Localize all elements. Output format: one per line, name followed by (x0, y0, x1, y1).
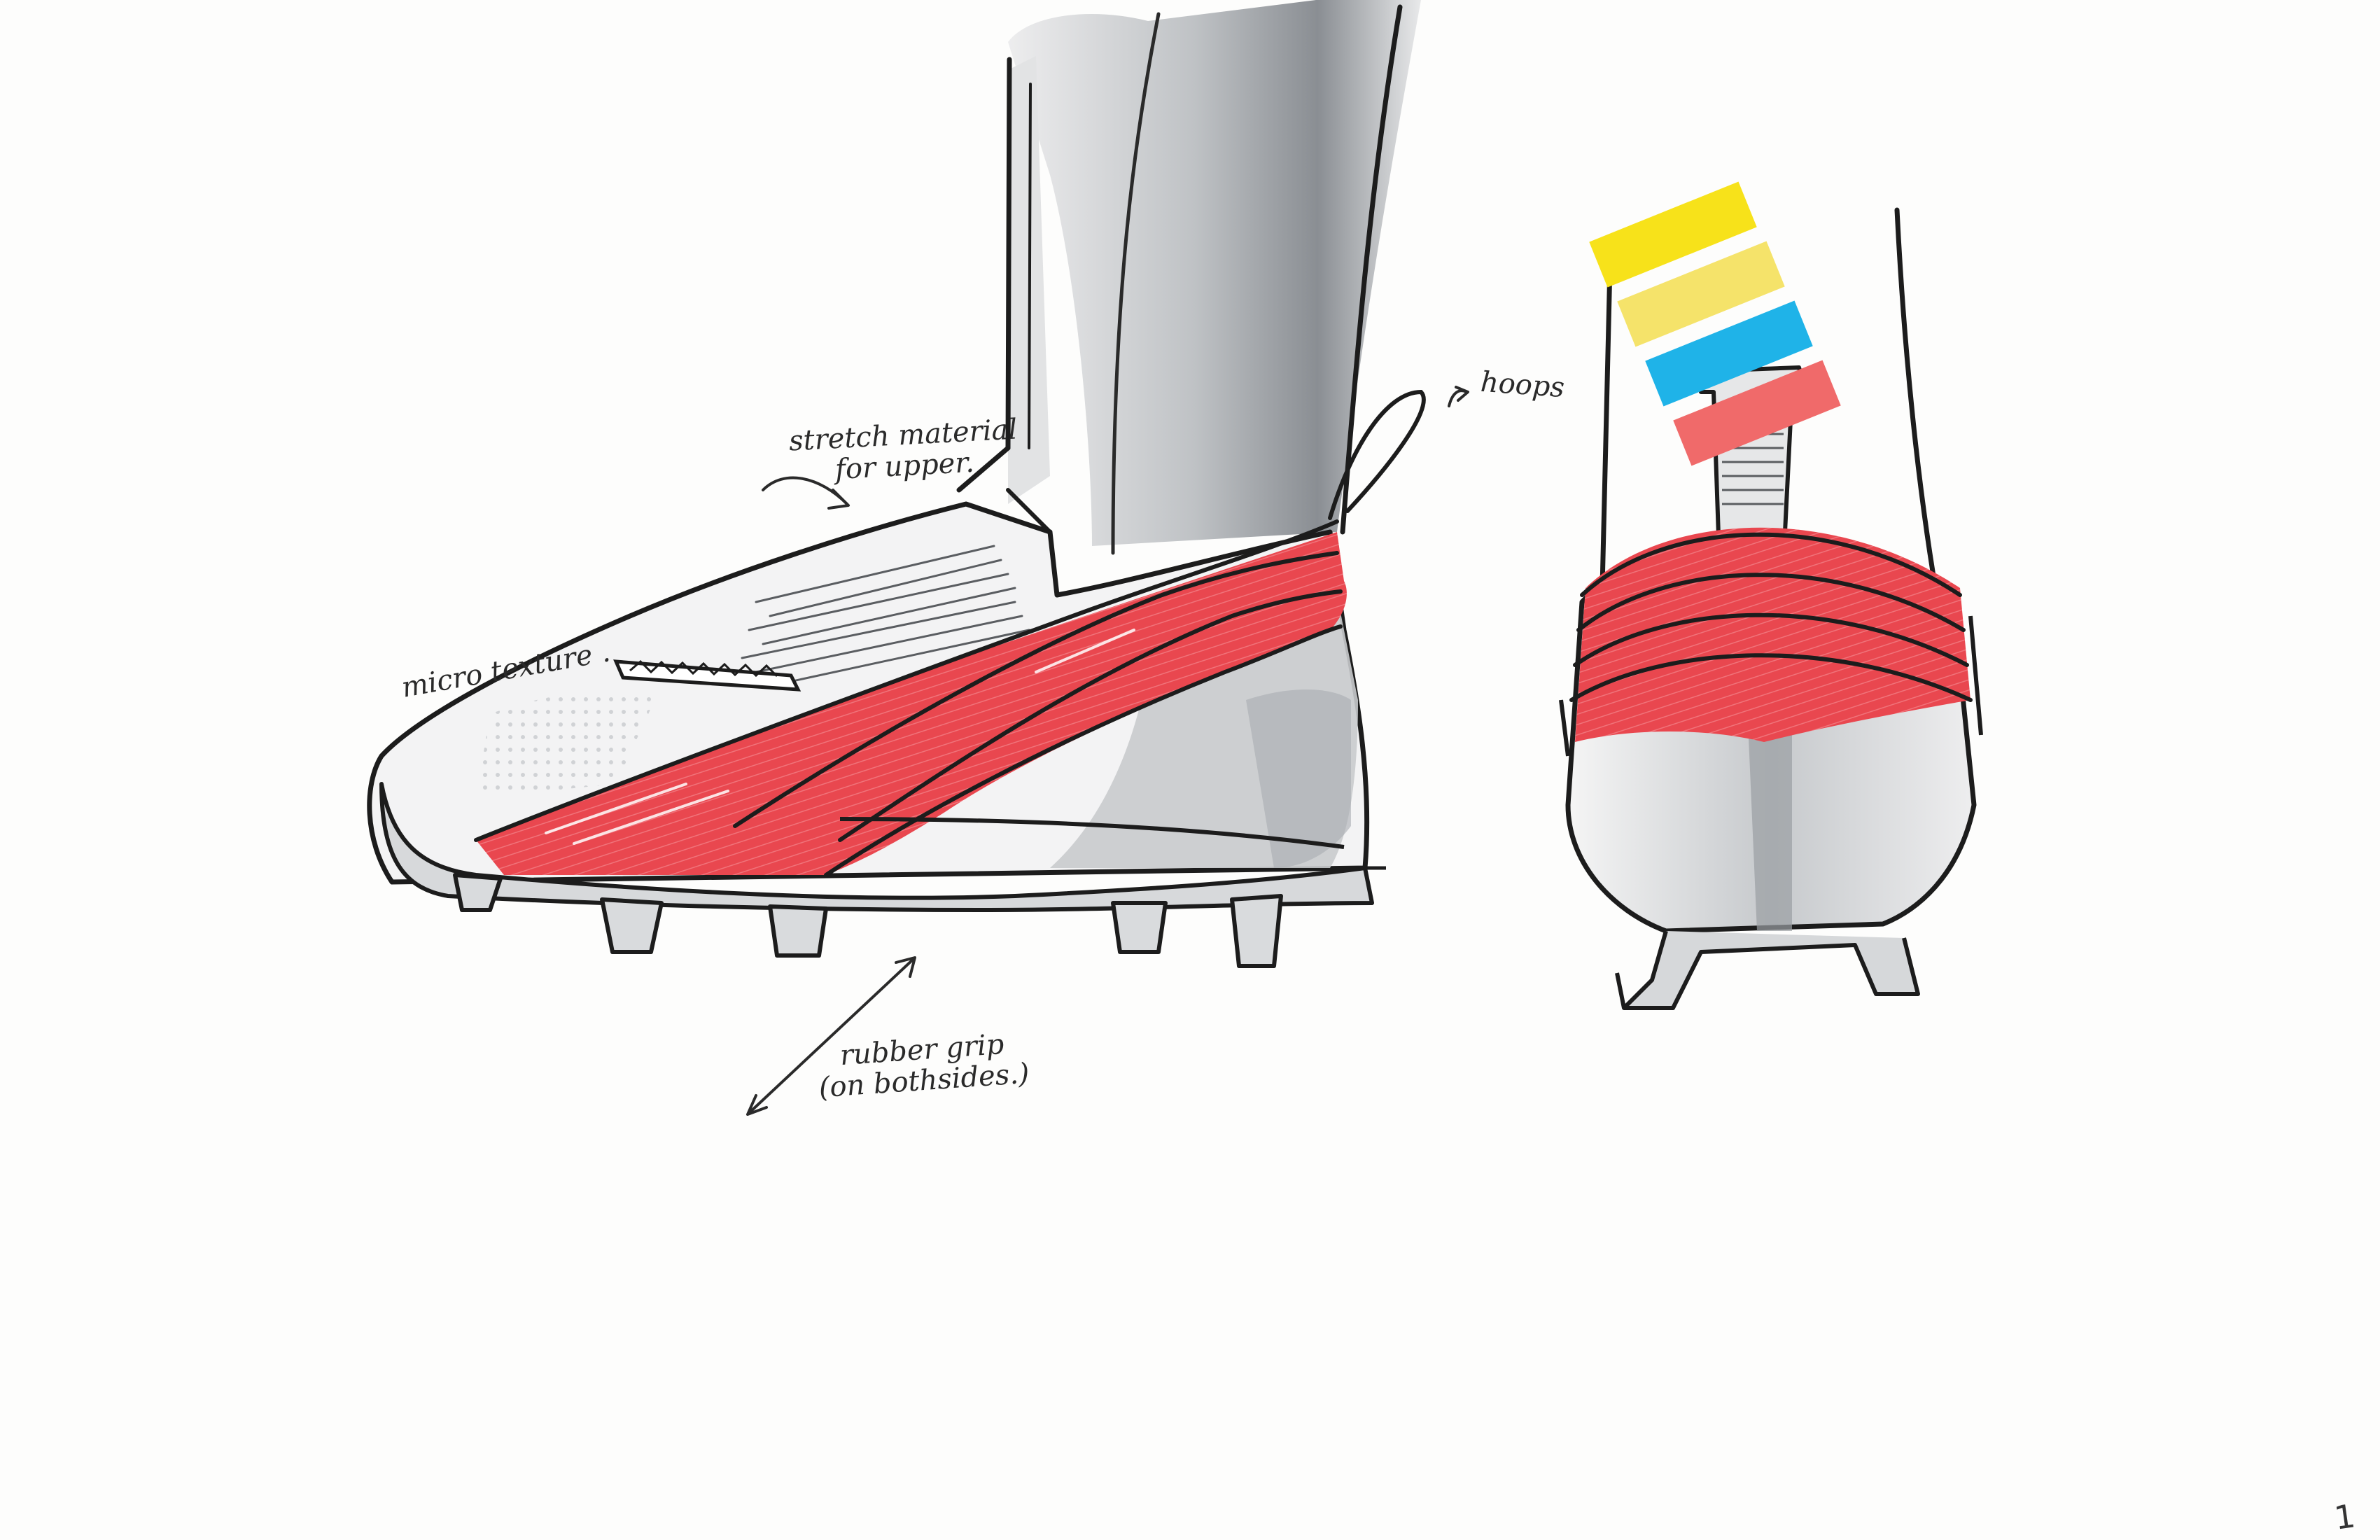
arrow-icon (1448, 386, 1469, 407)
color-swatch (1589, 181, 1757, 288)
side-view-cleat (367, 0, 1426, 968)
heel-loop (1328, 389, 1426, 520)
red-stripe-wrap (476, 532, 1347, 875)
heel-red-bands (1575, 527, 1970, 742)
arrow-icon (762, 476, 850, 510)
studs (453, 873, 1283, 968)
color-swatches (1589, 181, 1841, 466)
stretch-upper-lines (741, 545, 1030, 687)
annotation-hoops: hoops (1479, 365, 1566, 405)
color-swatch (1673, 360, 1841, 466)
red-stripe-outlines (474, 519, 1343, 877)
color-swatch (1645, 300, 1813, 407)
leg-sock (1008, 0, 1421, 546)
color-swatch (1617, 241, 1785, 347)
arrow-icon (746, 956, 916, 1116)
micro-texture-band (613, 659, 802, 692)
annotation-stretch-material: stretch material for upper. (788, 414, 1020, 488)
